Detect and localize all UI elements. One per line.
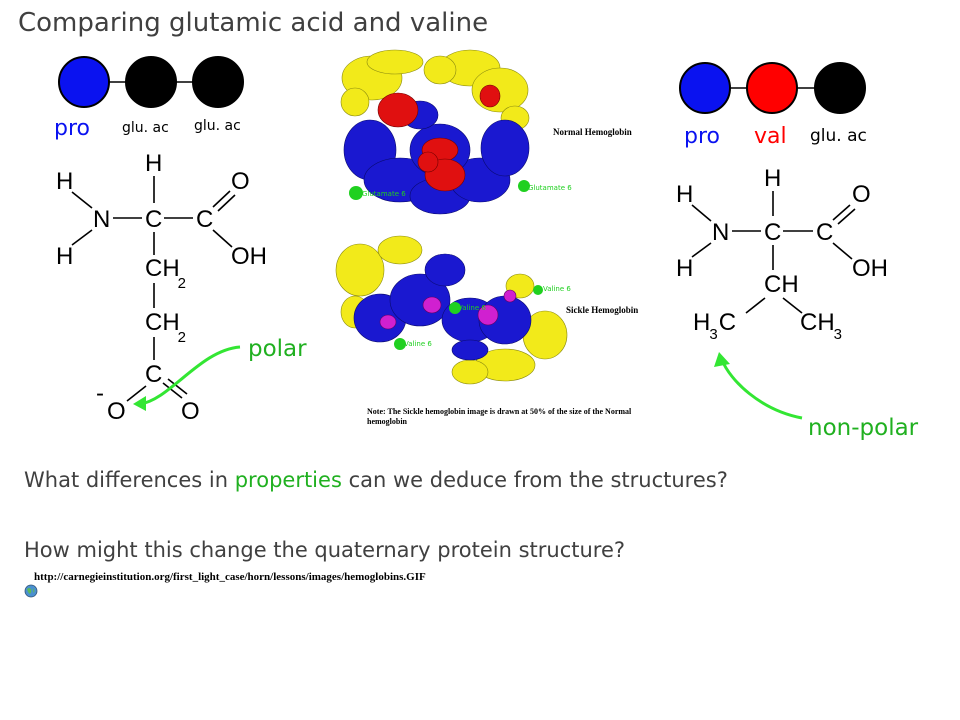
left-bead-pro — [58, 56, 110, 108]
right-bead-label-val: val — [754, 124, 787, 149]
left-bead-glu-1 — [125, 56, 177, 108]
left-bead-label-glu-1: glu. ac — [122, 120, 169, 136]
normal-label-left: Glutamate 6 — [362, 190, 406, 198]
right-bead-val — [746, 62, 798, 114]
val-c-carboxyl: C — [816, 219, 833, 246]
non-polar-label: non-polar — [808, 415, 919, 441]
right-bead-label-pro: pro — [684, 124, 720, 149]
question-quaternary: How might this change the quaternary pro… — [24, 538, 626, 562]
glu-n: N — [93, 206, 110, 233]
left-bead-chain: pro glu. ac glu. ac — [54, 56, 244, 141]
val-h-top: H — [764, 165, 781, 192]
left-bead-glu-2 — [192, 56, 244, 108]
question-properties-before: What differences in — [24, 468, 235, 492]
question-properties-after: can we deduce from the structures? — [341, 468, 728, 492]
question-properties: What differences in properties can we de… — [24, 468, 728, 492]
glu-oh: OH — [231, 243, 267, 270]
glu-h-top: H — [145, 150, 162, 177]
val-c-alpha: C — [764, 219, 781, 246]
val-ch3-right: CH3 — [800, 309, 842, 343]
sickle-label-1: Valine 6 — [543, 285, 571, 293]
glu-minus: - — [96, 380, 104, 407]
val-h-left-top: H — [676, 181, 693, 208]
glu-c-alpha: C — [145, 206, 162, 233]
glu-o-double: O — [231, 168, 250, 195]
sickle-label-3: Valine 6 — [458, 304, 486, 312]
sickle-label-2: Valine 6 — [404, 340, 432, 348]
glu-o-minus: O — [107, 398, 126, 425]
normal-hemoglobin-caption: Normal Hemoglobin — [553, 127, 632, 137]
globe-icon[interactable] — [24, 584, 38, 598]
question-properties-highlight: properties — [234, 468, 342, 492]
val-o-double: O — [852, 181, 871, 208]
left-bead-label-glu-2: glu. ac — [194, 118, 241, 134]
glu-h-left-top: H — [56, 168, 73, 195]
glu-c-carboxyl: C — [196, 206, 213, 233]
sickle-hemoglobin-image: Valine 6 Valine 6 Valine 6 Sickle Hemogl… — [335, 235, 638, 385]
normal-label-right: Glutamate 6 — [528, 184, 572, 192]
right-bead-chain: pro val glu. ac — [679, 62, 867, 149]
val-h3c-left: H3C — [693, 309, 736, 343]
right-bead-pro — [679, 62, 731, 114]
val-n: N — [712, 219, 729, 246]
right-bead-glu — [814, 62, 866, 114]
polar-label: polar — [248, 336, 307, 362]
val-ch: CH — [764, 271, 799, 298]
diagram-canvas: pro glu. ac glu. ac pro val glu. ac H H … — [54, 49, 919, 441]
sickle-hemoglobin-caption: Sickle Hemoglobin — [566, 305, 638, 315]
glu-h-left-bottom: H — [56, 243, 73, 270]
left-bead-label-pro: pro — [54, 116, 90, 141]
normal-hemoglobin-image: Glutamate 6 Glutamate 6 Normal Hemoglobi… — [340, 49, 632, 215]
hemoglobin-size-note: Note: The Sickle hemoglobin image is dra… — [367, 407, 632, 426]
valine-structure: H H N C C O OH H CH H3C CH3 non-polar — [676, 165, 919, 441]
val-oh: OH — [852, 255, 888, 282]
slide-title: Comparing glutamic acid and valine — [18, 8, 489, 38]
glu-c-side: C — [145, 361, 162, 388]
glu-o-right: O — [181, 398, 200, 425]
val-h-left-bottom: H — [676, 255, 693, 282]
source-url[interactable]: http://carnegieinstitution.org/first_lig… — [34, 571, 426, 583]
right-bead-label-glu: glu. ac — [810, 126, 867, 146]
